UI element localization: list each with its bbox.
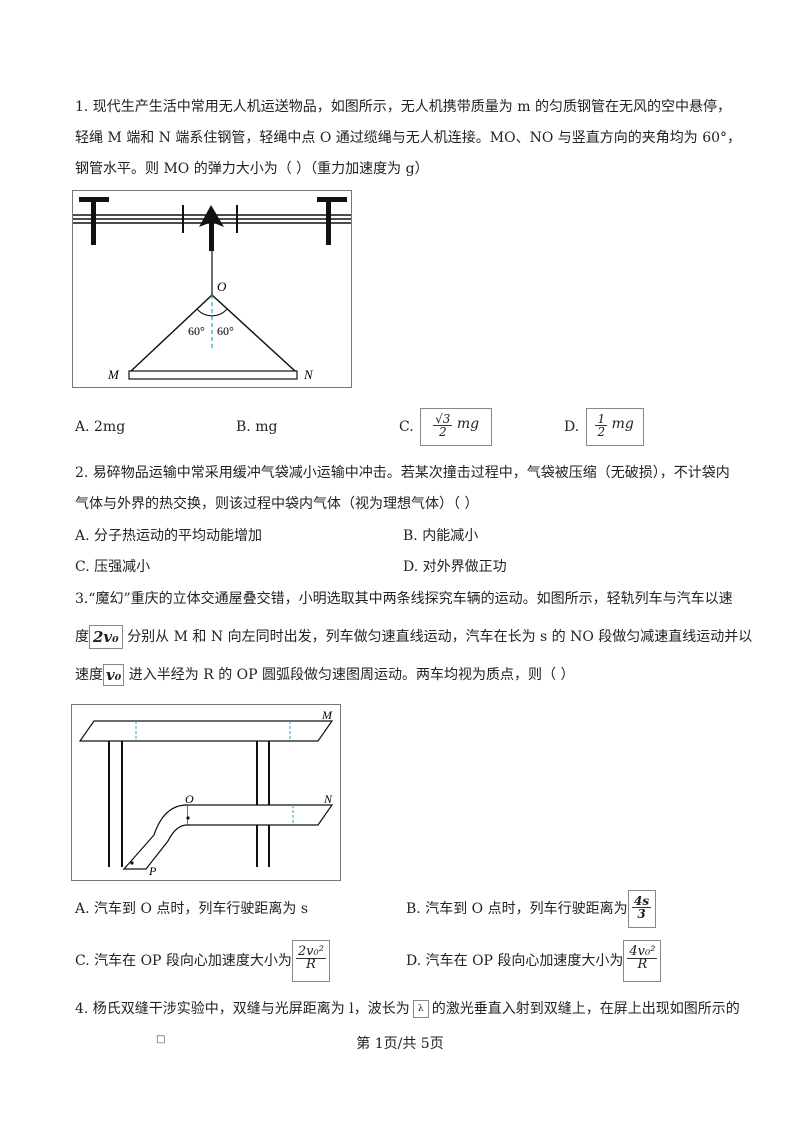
q1-figure-drone: O 60° 60° M N	[72, 190, 352, 388]
q1-drone-diagram: O 60° 60° M N	[73, 197, 351, 382]
q2-option-c[interactable]: C. 压强减小	[75, 559, 151, 575]
q1-stem-line-1: 1. 现代生产生活中常用无人机运送物品，如图所示，无人机携带质量为 m 的匀质钢…	[75, 99, 731, 115]
q1-angle-right: 60°	[217, 324, 234, 338]
q3-label-n: N	[323, 792, 333, 806]
q3-speed-v0-box: v₀	[103, 664, 125, 686]
q1-angle-left: 60°	[188, 324, 205, 338]
q2-stem-line-1: 2. 易碎物品运输中常采用缓冲气袋减小运输中冲击。若某次撞击过程中，气袋被压缩（…	[75, 465, 730, 481]
q1-option-d-label: D.	[564, 419, 580, 435]
q3-figure-transit: M N O P	[71, 704, 341, 881]
q4-wavelength-box: λ	[412, 1000, 429, 1018]
q3-transit-diagram: M N O P	[78, 708, 334, 878]
q1-option-a[interactable]: A. 2mg	[75, 419, 126, 435]
q1-stem-line-3: 钢管水平。则 MO 的弹力大小为（ ）（重力加速度为 g）	[75, 161, 429, 177]
q3-stem-line-1: 3.“魔幻”重庆的立体交通屋叠交错，小明选取其中两条线探究车辆的运动。如图所示，…	[75, 591, 733, 607]
q1-label-m: M	[107, 367, 120, 382]
q2-option-a[interactable]: A. 分子热运动的平均动能增加	[75, 528, 263, 544]
q1-label-n: N	[303, 367, 314, 382]
q3-label-o: O	[185, 792, 194, 806]
q2-stem-line-2: 气体与外界的热交换，则该过程中袋内气体（视为理想气体）（ ）	[75, 496, 479, 512]
footer-mark: □	[156, 1034, 166, 1045]
q3-label-m: M	[321, 708, 333, 722]
q1-stem-line-2: 轻绳 M 端和 N 端系住钢管，轻绳中点 O 通过缆绳与无人机连接。MO、NO …	[75, 130, 742, 146]
q2-option-b[interactable]: B. 内能减小	[403, 528, 479, 544]
q2-option-d[interactable]: D. 对外界做正功	[403, 559, 507, 575]
q3-option-a[interactable]: A. 汽车到 O 点时，列车行驶距离为 s	[75, 901, 309, 917]
q3-speed-2v0-box: 2v₀	[89, 625, 123, 649]
page-number: 第 1页/共 5页	[356, 1036, 444, 1052]
q3-label-p: P	[148, 864, 157, 878]
q1-option-c-label: C.	[399, 419, 414, 435]
q1-option-b[interactable]: B. mg	[236, 419, 278, 435]
q1-label-o: O	[217, 279, 227, 294]
